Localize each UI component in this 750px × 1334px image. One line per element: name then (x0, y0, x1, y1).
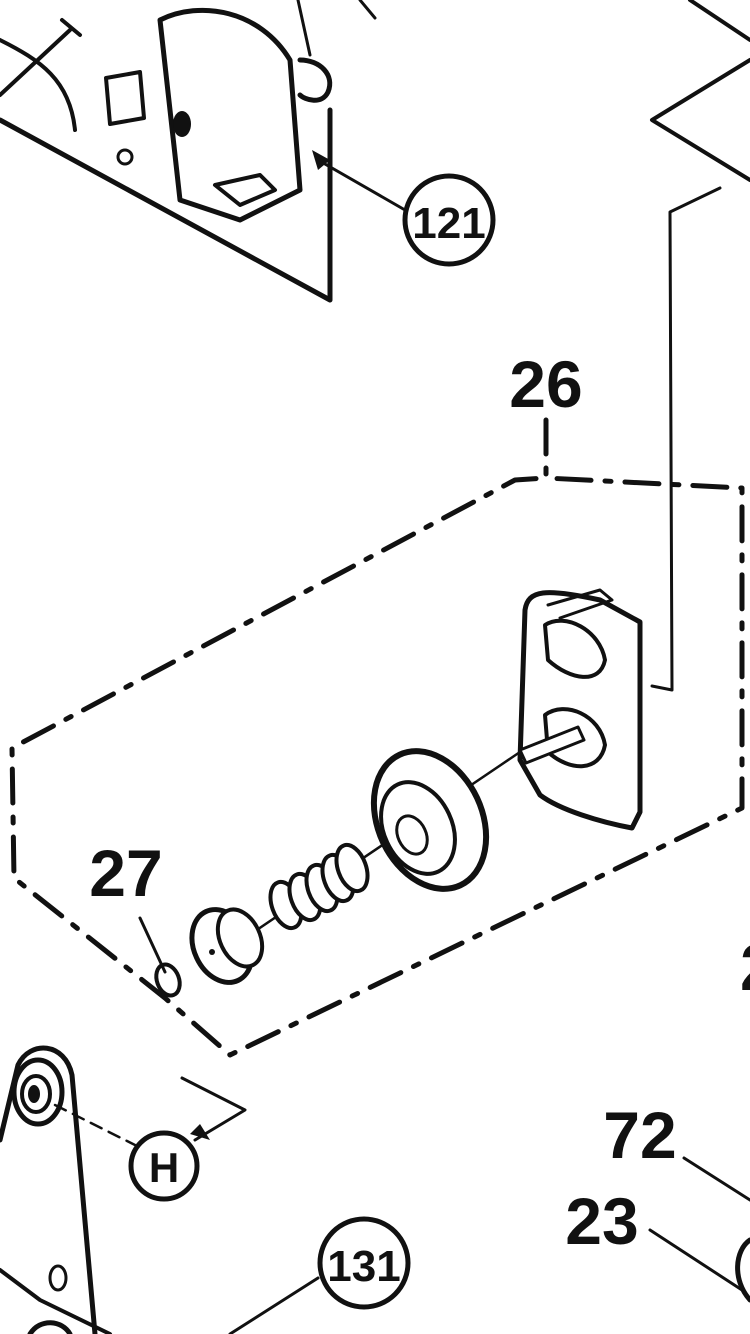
callout-label-131: 131 (327, 1242, 400, 1291)
callout-label-121: 121 (412, 199, 485, 248)
callout-circle-131 (317, 1216, 411, 1310)
arm-part-131 (0, 1045, 320, 1334)
bracket-part-121 (0, 0, 377, 303)
callout-label-H: H (149, 1144, 179, 1191)
callout-label-edge: 2 (740, 930, 750, 1004)
callout-label-26: 26 (509, 347, 582, 421)
callout-label-23: 23 (565, 1184, 638, 1258)
edge-part-top-right (650, 0, 750, 692)
tension-assembly-parts (138, 588, 643, 998)
assembly-boundary-26 (9, 417, 745, 1058)
callout-circle-121 (402, 173, 496, 267)
part-72-23 (648, 1156, 750, 1303)
spring (268, 842, 370, 931)
callout-circle-H (128, 1130, 200, 1202)
callout-label-72: 72 (603, 1098, 676, 1172)
callout-label-27: 27 (89, 836, 162, 910)
